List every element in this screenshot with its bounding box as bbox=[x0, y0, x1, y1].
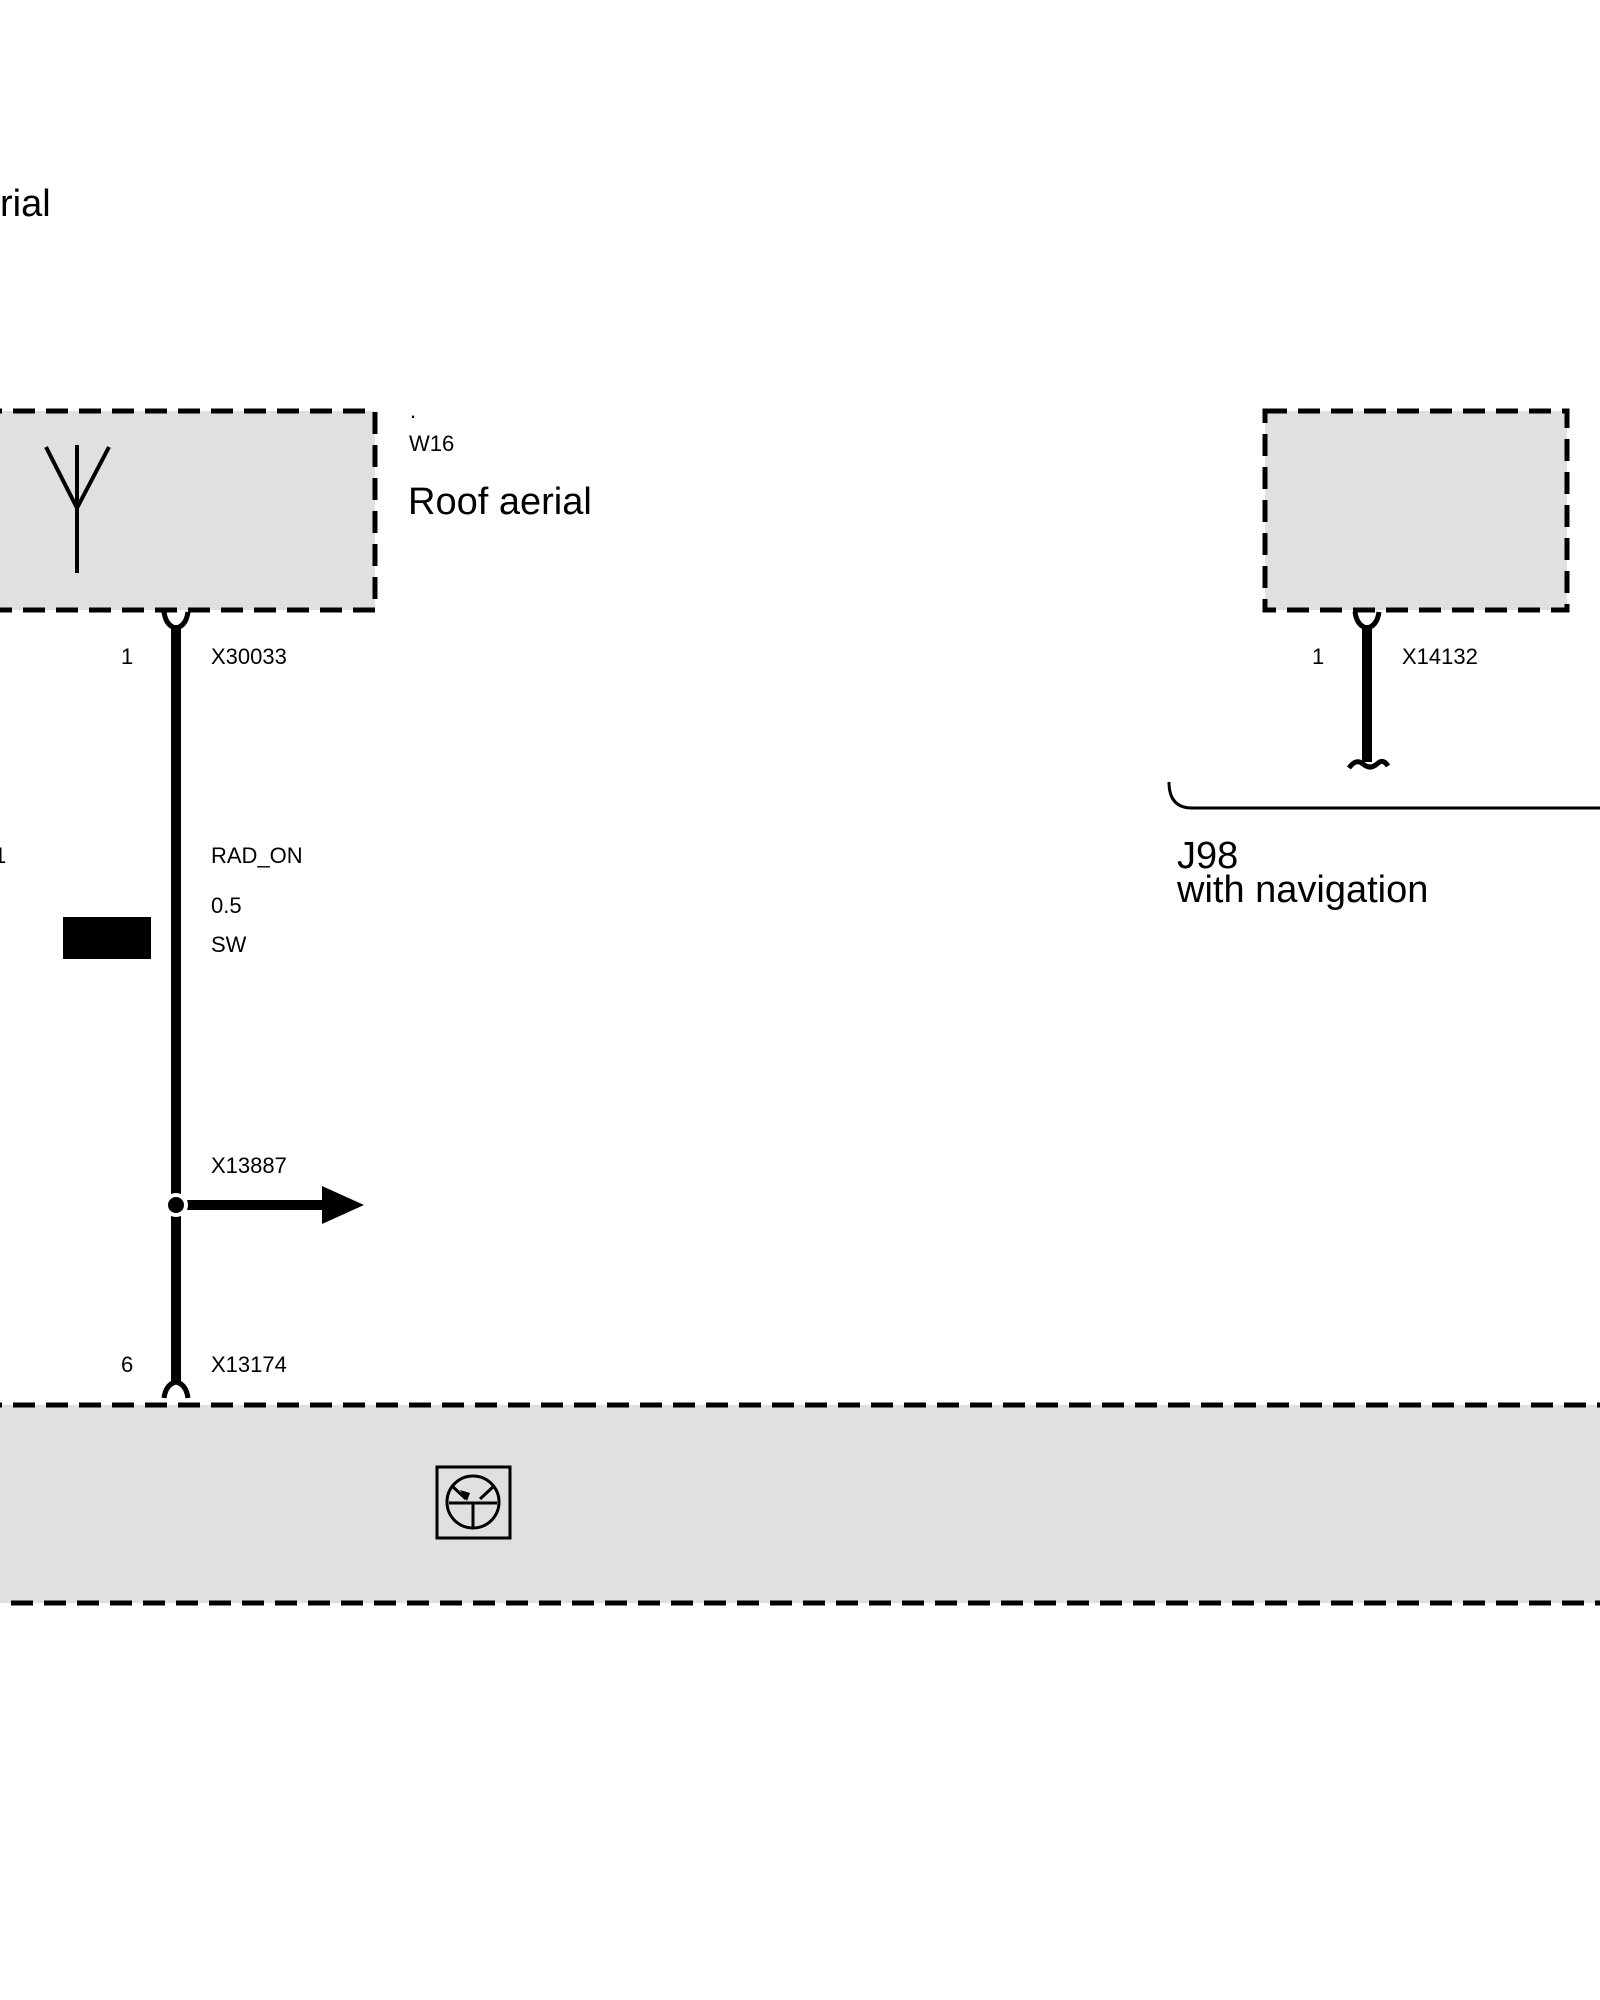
nav-connector: X14132 bbox=[1402, 644, 1478, 669]
wire-signal: RAD_ON bbox=[211, 843, 303, 868]
diagram-title-partial: rial bbox=[0, 183, 51, 225]
wire-color-swatch bbox=[63, 917, 151, 959]
connector-hook-bottom bbox=[161, 1379, 191, 1399]
wire-navigation-stub bbox=[1346, 611, 1391, 770]
roof-aerial-dot: . bbox=[410, 398, 416, 423]
splice-node bbox=[164, 1193, 188, 1217]
lower-connector: X13174 bbox=[211, 1352, 287, 1377]
lower-module bbox=[0, 1402, 1600, 1606]
antenna-icon bbox=[44, 445, 111, 573]
transistor-icon bbox=[435, 1465, 512, 1540]
wire-cross-section: 0.5 bbox=[211, 893, 242, 918]
roof-aerial-module bbox=[0, 408, 378, 613]
wire-left-partial-pin: 1 bbox=[0, 843, 6, 868]
variant-code: J98 bbox=[1177, 835, 1238, 877]
arrow-right-icon bbox=[322, 1186, 364, 1224]
roof-aerial-code: W16 bbox=[409, 431, 454, 456]
wire-rad-on bbox=[161, 611, 191, 1399]
connector-hook-top bbox=[161, 611, 191, 631]
roof-aerial-connector: X30033 bbox=[211, 644, 287, 669]
variant-description: with navigation bbox=[1176, 869, 1428, 911]
splice-branch bbox=[164, 1186, 364, 1224]
roof-aerial-name: Roof aerial bbox=[408, 481, 592, 523]
wire-break-mark bbox=[1346, 758, 1391, 770]
wire-color-code: SW bbox=[211, 932, 247, 957]
roof-aerial-pin: 1 bbox=[121, 644, 133, 669]
splice-connector: X13887 bbox=[211, 1153, 287, 1178]
lower-pin: 6 bbox=[121, 1352, 133, 1377]
nav-pin: 1 bbox=[1312, 644, 1324, 669]
navigation-module bbox=[1262, 408, 1570, 613]
variant-bracket bbox=[1167, 781, 1600, 810]
